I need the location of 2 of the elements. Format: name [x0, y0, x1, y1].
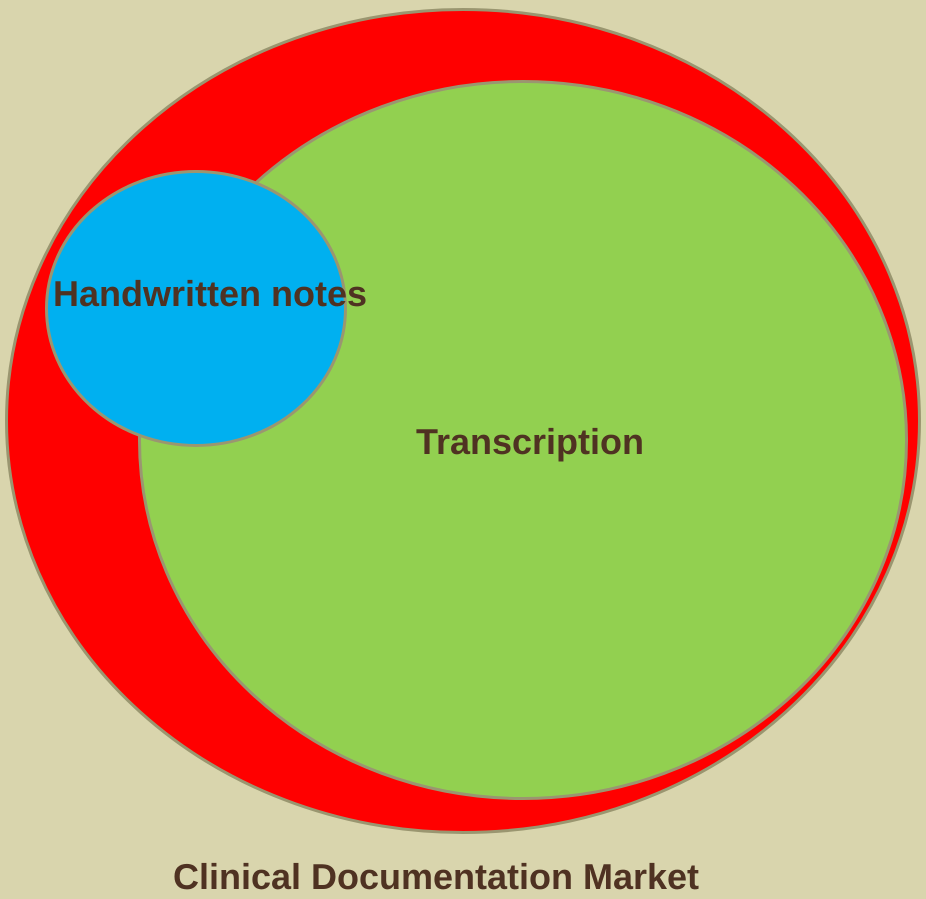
region-label: Transcription [416, 422, 644, 462]
region-caption: Clinical Documentation Market [172, 857, 700, 897]
